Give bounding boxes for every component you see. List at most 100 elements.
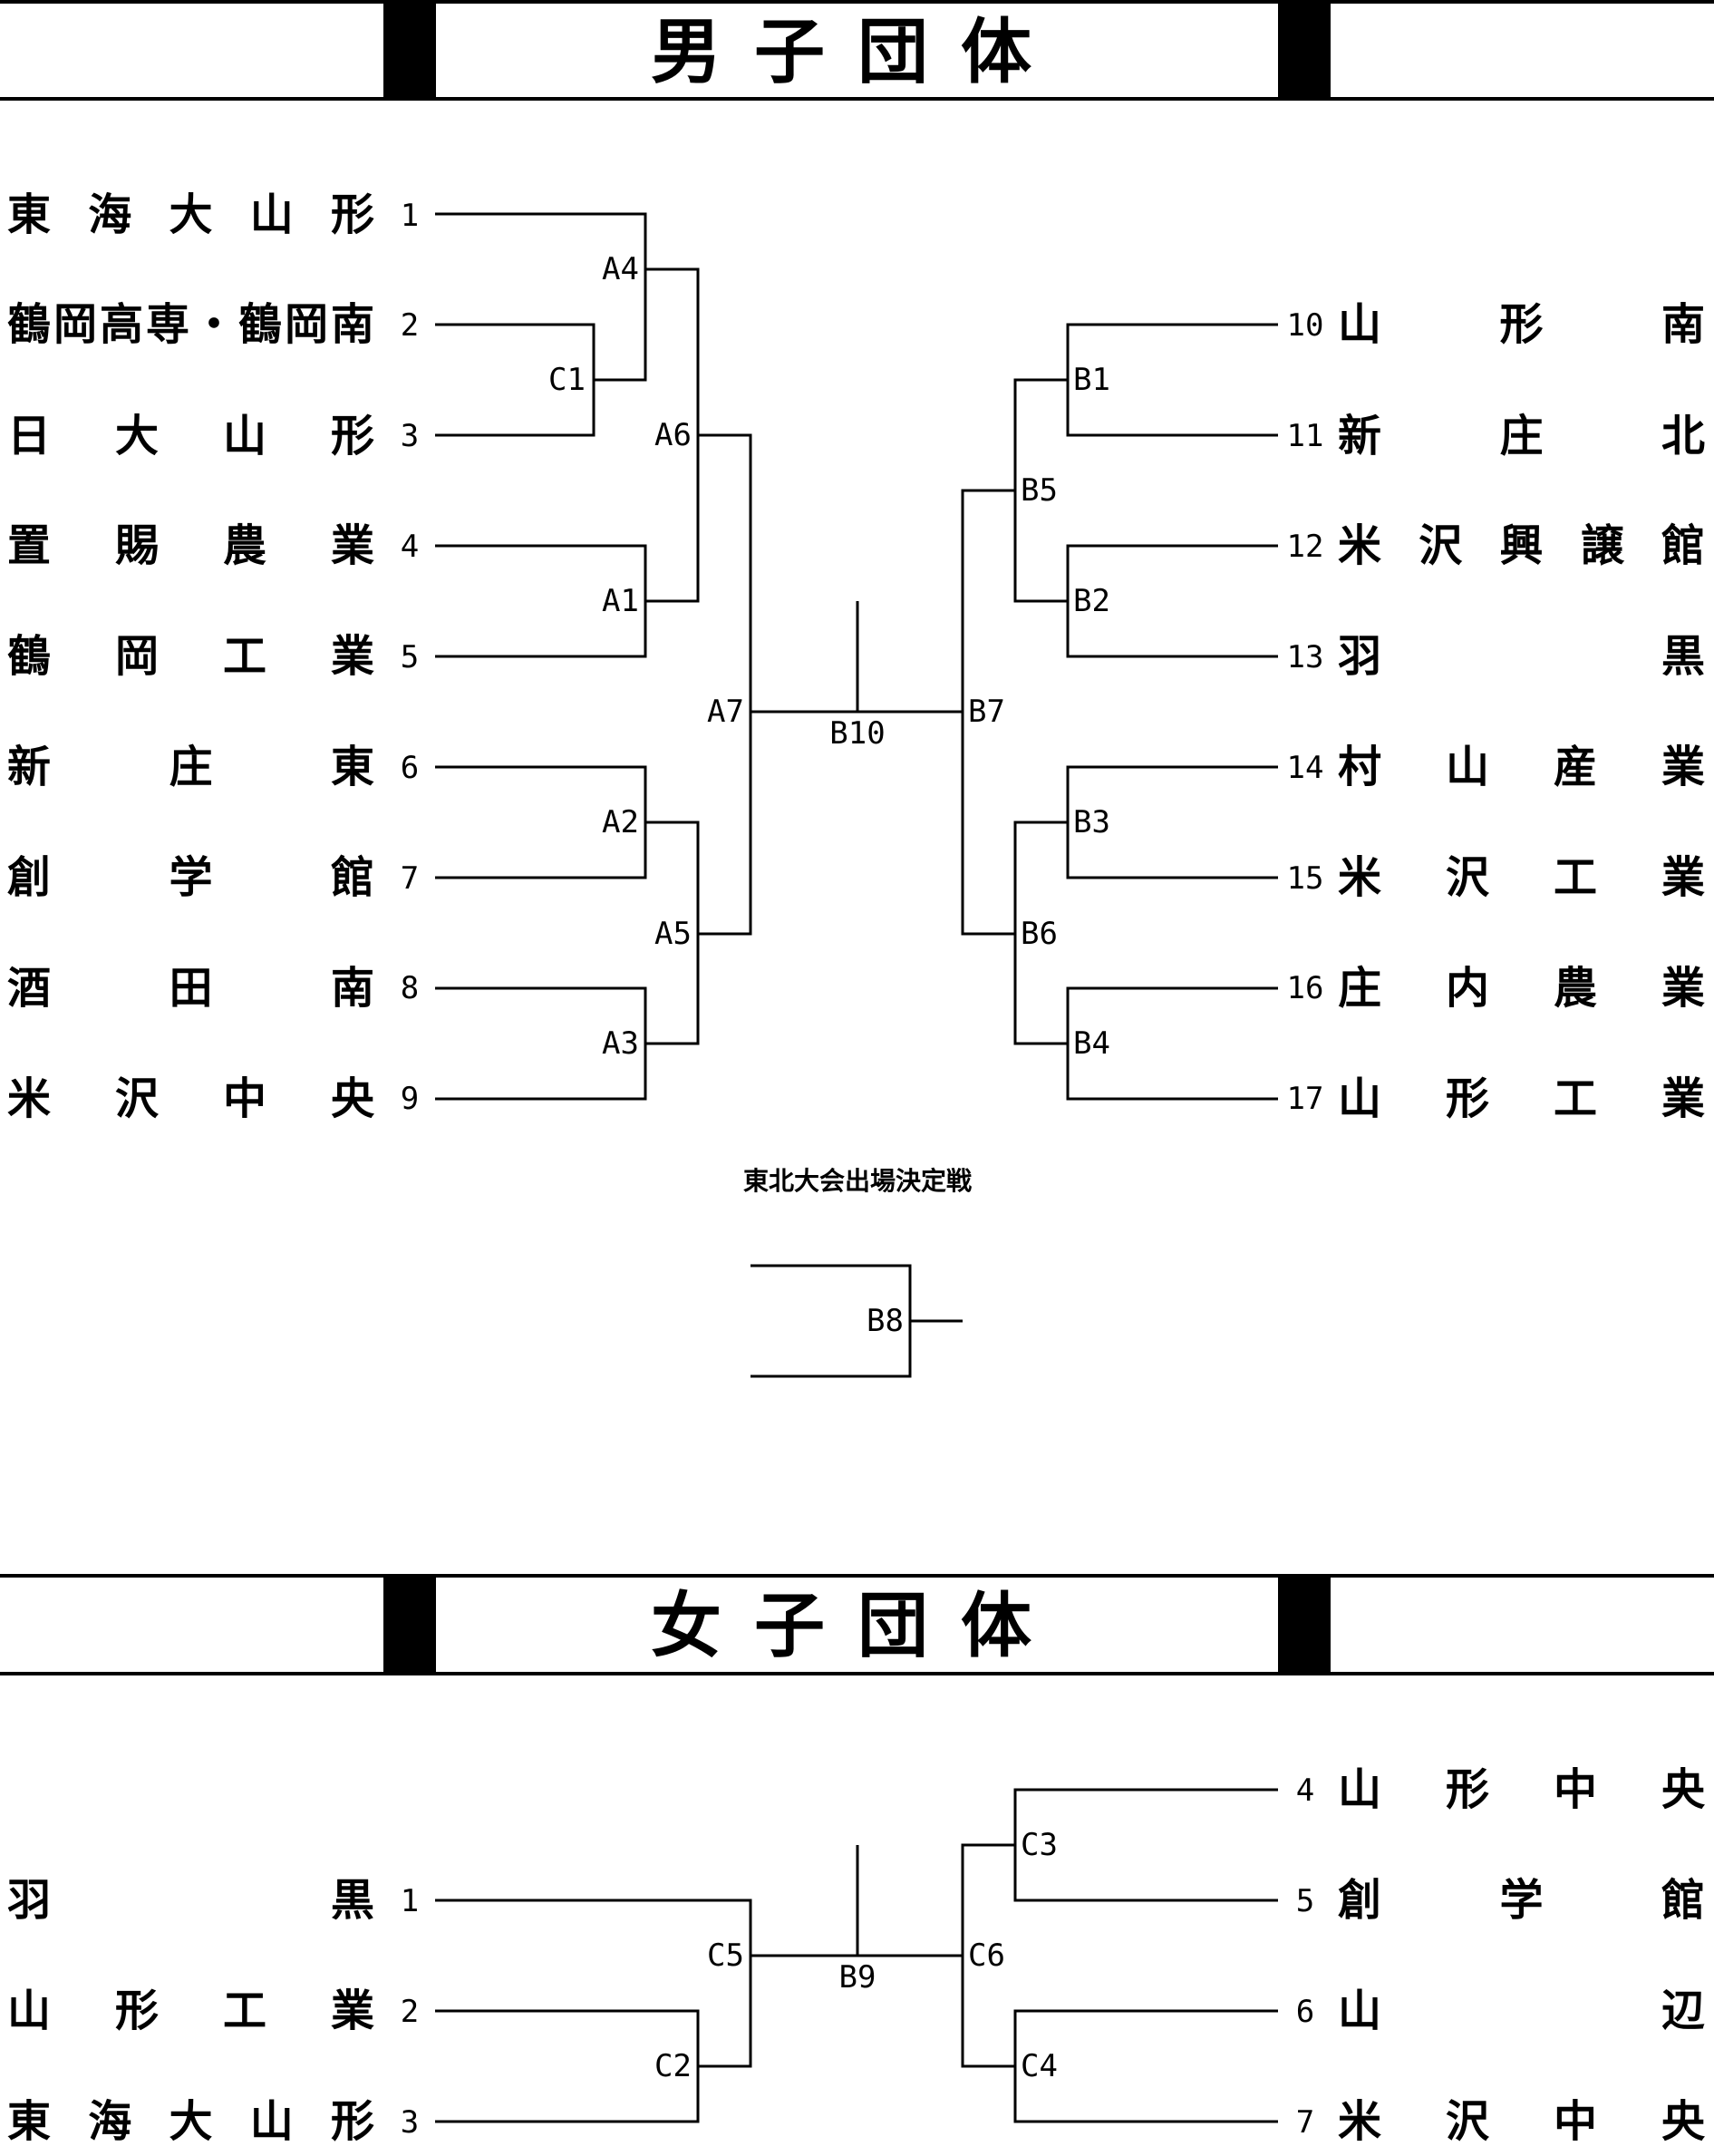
match-label-c6: C6 xyxy=(968,1937,1005,1974)
team-name: 東海大山形 xyxy=(7,2096,374,2147)
match-label-b10: B10 xyxy=(829,715,885,752)
girls-match-labels: C2 C5 B9 C6 C3 C4 xyxy=(654,1827,1058,2084)
team-seed: 11 xyxy=(1287,418,1324,454)
boys-banner: 男子団体 xyxy=(0,0,1714,101)
team-row: 14 村山産業 xyxy=(1287,742,1705,792)
team-row: 日大山形 3 xyxy=(7,411,419,461)
match-label-b8: B8 xyxy=(867,1303,904,1339)
team-name: 日大山形 xyxy=(7,411,374,461)
team-row: 11 新庄北 xyxy=(1287,411,1705,461)
boys-left-bracket xyxy=(435,212,963,1101)
match-label-a4: A4 xyxy=(602,251,639,287)
team-seed: 15 xyxy=(1287,860,1324,897)
team-row: 4 山形中央 xyxy=(1296,1764,1706,1815)
match-label-b9: B9 xyxy=(839,1959,876,1996)
team-seed: 3 xyxy=(401,2104,419,2141)
girls-left-teams: 羽黒 1 山形工業 2 東海大山形 3 xyxy=(7,1875,419,2147)
match-label-a5: A5 xyxy=(654,916,692,952)
boys-playoff: 東北大会出場決定戦 B8 xyxy=(743,1166,972,1378)
team-seed: 5 xyxy=(401,639,419,675)
boys-right-teams: 10 山形南 11 新庄北 12 米沢興譲館 13 羽黒 14 村山産業 15 … xyxy=(1287,299,1705,1124)
match-label-c4: C4 xyxy=(1021,2048,1058,2084)
team-row: 16 庄内農業 xyxy=(1287,963,1705,1014)
match-label-a6: A6 xyxy=(654,417,692,453)
bracket-line xyxy=(435,212,647,382)
team-seed: 6 xyxy=(401,750,419,786)
match-label-b6: B6 xyxy=(1021,916,1058,952)
team-seed: 2 xyxy=(401,1994,419,2030)
bracket-line xyxy=(698,433,752,936)
team-row: 7 米沢中央 xyxy=(1296,2096,1706,2147)
match-label-b5: B5 xyxy=(1021,472,1058,509)
match-label-c5: C5 xyxy=(707,1937,744,1974)
team-seed: 4 xyxy=(401,529,419,565)
team-row: 米沢中央 9 xyxy=(7,1073,419,1124)
team-name: 米沢興譲館 xyxy=(1338,520,1705,571)
team-seed: 7 xyxy=(1296,2104,1314,2141)
team-name: 羽黒 xyxy=(1338,631,1705,682)
team-seed: 14 xyxy=(1287,750,1324,786)
bracket-line xyxy=(961,489,1015,936)
team-name: 米沢工業 xyxy=(1338,852,1705,903)
boys-title: 男子団体 xyxy=(651,11,1064,93)
match-label-c2: C2 xyxy=(654,2048,692,2084)
team-seed: 16 xyxy=(1287,970,1324,1006)
match-label-b1: B1 xyxy=(1073,362,1110,398)
team-name: 鶴岡工業 xyxy=(7,631,374,682)
team-seed: 7 xyxy=(401,860,419,897)
playoff-label: 東北大会出場決定戦 xyxy=(743,1166,972,1196)
boys-match-labels: C1 A4 A6 A1 A2 A5 A3 A7 B10 B7 B5 B6 B1 … xyxy=(548,251,1110,1062)
team-seed: 3 xyxy=(401,418,419,454)
team-seed: 1 xyxy=(401,198,419,234)
team-seed: 13 xyxy=(1287,639,1324,675)
girls-right-teams: 4 山形中央 5 創学館 6 山辺 7 米沢中央 xyxy=(1296,1764,1706,2147)
team-row: 13 羽黒 xyxy=(1287,631,1705,682)
team-name: 酒田南 xyxy=(7,963,374,1014)
team-name: 山形中央 xyxy=(1338,1764,1706,1815)
team-row: 10 山形南 xyxy=(1287,299,1705,350)
team-name: 置賜農業 xyxy=(7,520,374,571)
match-label-b4: B4 xyxy=(1073,1025,1110,1062)
team-row: 東海大山形 1 xyxy=(7,189,419,240)
match-label-b2: B2 xyxy=(1073,583,1110,619)
team-row: 鶴岡高専・鶴岡南 2 xyxy=(7,299,419,350)
team-row: 15 米沢工業 xyxy=(1287,852,1705,903)
team-row: 東海大山形 3 xyxy=(7,2096,419,2147)
team-seed: 1 xyxy=(401,1883,419,1919)
match-label-a3: A3 xyxy=(602,1025,639,1062)
team-name: 鶴岡高専・鶴岡南 xyxy=(7,299,374,350)
team-name: 新庄北 xyxy=(1338,411,1705,461)
team-row: 置賜農業 4 xyxy=(7,520,419,571)
team-seed: 4 xyxy=(1296,1772,1314,1809)
team-name: 新庄東 xyxy=(7,742,374,792)
match-label-c3: C3 xyxy=(1021,1827,1058,1863)
bracket-line xyxy=(961,1843,1015,2068)
banner-right-block xyxy=(1278,1574,1331,1675)
team-row: 5 創学館 xyxy=(1296,1875,1705,1926)
team-name: 山形工業 xyxy=(1338,1073,1705,1124)
team-name: 村山産業 xyxy=(1338,742,1705,792)
team-name: 山形南 xyxy=(1338,299,1705,350)
bracket-line xyxy=(435,544,647,658)
match-label-b7: B7 xyxy=(968,694,1005,730)
bracket-line xyxy=(435,1899,752,2068)
team-seed: 8 xyxy=(401,970,419,1006)
team-name: 東海大山形 xyxy=(7,189,374,240)
banner-left-block xyxy=(383,1574,436,1675)
team-row: 新庄東 6 xyxy=(7,742,419,792)
team-row: 鶴岡工業 5 xyxy=(7,631,419,682)
team-name: 庄内農業 xyxy=(1338,963,1705,1014)
team-row: 17 山形工業 xyxy=(1287,1073,1705,1124)
match-label-a2: A2 xyxy=(602,804,639,840)
banner-right-block xyxy=(1278,0,1331,101)
team-row: 山形工業 2 xyxy=(7,1986,419,2036)
team-seed: 2 xyxy=(401,307,419,344)
match-label-b3: B3 xyxy=(1073,804,1110,840)
girls-title: 女子団体 xyxy=(651,1585,1064,1667)
team-seed: 9 xyxy=(401,1081,419,1117)
team-name: 羽黒 xyxy=(7,1875,374,1926)
team-name: 山辺 xyxy=(1338,1986,1705,2036)
match-label-a7: A7 xyxy=(707,694,744,730)
match-label-c1: C1 xyxy=(548,362,586,398)
